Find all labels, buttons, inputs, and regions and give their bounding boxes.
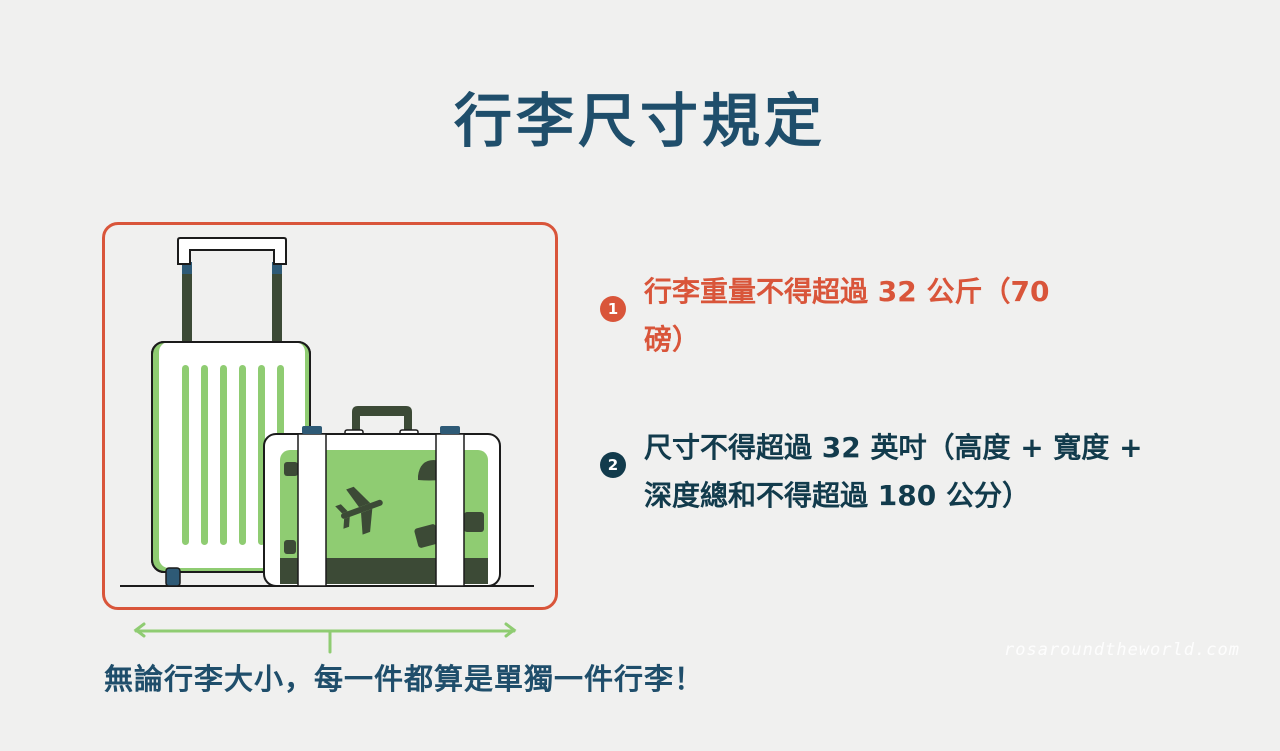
rule-number-badge: 1 bbox=[600, 296, 626, 322]
luggage-illustration bbox=[120, 237, 534, 587]
watermark: rosaroundtheworld.com bbox=[1004, 640, 1240, 660]
airplane-icon bbox=[335, 486, 383, 535]
rule-size-text: 尺寸不得超過 32 英吋（高度 + 寬度 + 深度總和不得超過 180 公分） bbox=[644, 431, 1143, 512]
luggage-frame bbox=[102, 222, 558, 610]
square-sticker bbox=[414, 524, 440, 548]
rule-weight: 1 行李重量不得超過 32 公斤（70 磅） bbox=[600, 268, 1080, 364]
briefcase-suitcase bbox=[263, 406, 501, 587]
note-text: 無論行李大小，每一件都算是單獨一件行李！ bbox=[104, 662, 705, 696]
page-title: 行李尺寸規定 bbox=[453, 87, 826, 155]
rule-size: 2 尺寸不得超過 32 英吋（高度 + 寬度 + 深度總和不得超過 180 公分… bbox=[600, 424, 1180, 520]
rule-number-badge: 2 bbox=[600, 452, 626, 478]
bracket-icon bbox=[133, 622, 517, 654]
rule-weight-text: 行李重量不得超過 32 公斤（70 磅） bbox=[644, 275, 1050, 356]
